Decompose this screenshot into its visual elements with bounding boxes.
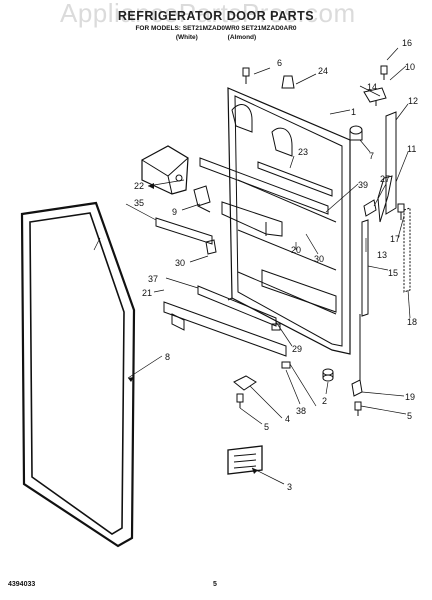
dairy-door (141, 145, 189, 195)
cap-24 (281, 75, 295, 89)
callout-12: 12 (408, 96, 418, 106)
trim-18 (403, 207, 411, 293)
door-liner (227, 87, 351, 355)
callout-35: 35 (134, 198, 144, 208)
diagram-title: REFRIGERATOR DOOR PARTS (117, 9, 315, 23)
screw-5-left (236, 393, 244, 408)
shelf-rail-35 (155, 217, 213, 245)
callout-15: 15 (388, 268, 398, 278)
callout-19: 19 (405, 392, 415, 402)
end-caps (271, 323, 291, 369)
callout-29: 29 (292, 344, 302, 354)
bottom-hinge-bracket (233, 375, 257, 391)
page-number: 5 (213, 581, 217, 588)
callout-8: 8 (165, 352, 170, 362)
callout-6: 6 (277, 58, 282, 68)
callout-5-right: 5 (407, 411, 412, 421)
retainer-rail-37 (197, 285, 277, 327)
screw-5-right (354, 401, 362, 416)
top-hinge-screw-16 (380, 65, 388, 80)
callout-1: 1 (351, 107, 356, 117)
callout-20: 20 (291, 245, 301, 255)
callout-27: 27 (380, 174, 390, 184)
door-shelf-upper (221, 201, 283, 237)
callout-30-right: 30 (314, 254, 324, 264)
color-variants: (White) (Almond) (0, 34, 432, 41)
callout-39: 39 (358, 180, 368, 190)
nameplate (227, 445, 263, 475)
callout-37: 37 (148, 274, 158, 284)
callout-4: 4 (285, 414, 290, 424)
callout-3: 3 (287, 482, 292, 492)
variant-white: (White) (175, 34, 198, 41)
callout-30-left: 30 (175, 258, 185, 268)
callout-13: 13 (377, 250, 387, 260)
callout-38: 38 (296, 406, 306, 416)
callout-17: 17 (390, 234, 400, 244)
part-number: 4394033 (8, 581, 36, 588)
callout-labels: 1 2 3 4 5 5 6 7 8 9 10 11 12 13 14 15 16… (134, 38, 418, 492)
screw-6 (242, 67, 250, 84)
top-hinge-14 (363, 87, 387, 106)
callout-24: 24 (318, 66, 328, 76)
callout-16: 16 (402, 38, 412, 48)
retainer-clip-30 (205, 239, 217, 255)
leader-lines (93, 47, 411, 485)
callout-23: 23 (298, 147, 308, 157)
callout-9: 9 (172, 207, 177, 217)
screw-17 (397, 203, 405, 220)
callout-2: 2 (322, 396, 327, 406)
hinge-pin (322, 368, 334, 382)
callout-18: 18 (407, 317, 417, 327)
callout-7: 7 (369, 151, 374, 161)
lower-door-bin (261, 269, 337, 313)
handle-insert-27 (363, 199, 377, 217)
handle-bracket-11 (377, 175, 393, 223)
trim-13 (361, 219, 369, 317)
arrowheads (128, 183, 258, 474)
door-gasket (20, 201, 136, 548)
variant-almond: (Almond) (227, 34, 257, 41)
dairy-shelf (199, 157, 333, 215)
handle-12 (385, 111, 397, 215)
callout-21: 21 (142, 288, 152, 298)
hinge-plug (349, 125, 363, 141)
callout-11: 11 (407, 144, 416, 154)
callout-10: 10 (405, 62, 415, 72)
callout-22: 22 (134, 181, 144, 191)
callout-14: 14 (367, 82, 377, 92)
watermark: AppliancePartsPros.com (60, 0, 356, 28)
hinge-clip (193, 185, 211, 213)
callout-5-left: 5 (264, 422, 269, 432)
retainer-rail-21 (163, 301, 287, 357)
model-list: FOR MODELS: SET21MZAD0WR0 SET21MZAD0AR0 (135, 25, 297, 32)
bottom-hinge-19 (351, 314, 363, 397)
